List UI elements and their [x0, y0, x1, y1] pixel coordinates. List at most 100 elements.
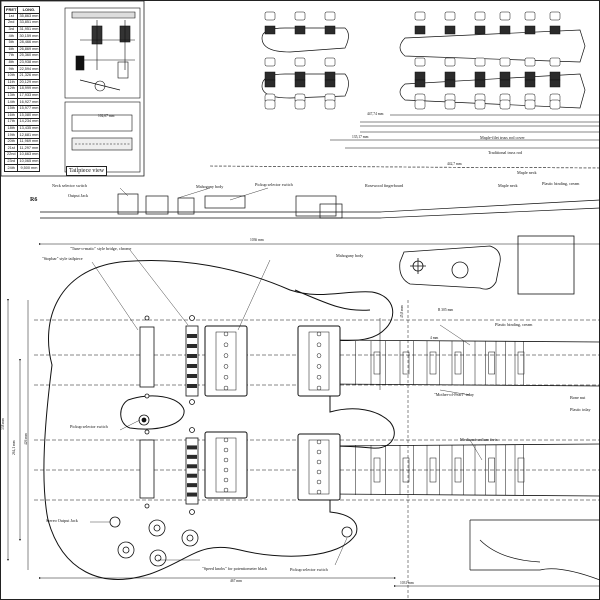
dim-neck-width: 1031 mm	[400, 581, 414, 585]
fret-number: 3rd	[3, 25, 19, 34]
bridge-saddle	[187, 344, 197, 348]
tuner-gear	[324, 25, 336, 35]
table-frame	[0, 0, 145, 177]
fret-length: 9,500 mm	[17, 164, 41, 172]
fret-length: 35,863 mm	[17, 12, 41, 21]
pickguard-template	[399, 235, 575, 295]
tuner-gear	[414, 25, 426, 35]
tuner-button	[264, 99, 276, 110]
dim-height-d: 45,8 mm	[400, 305, 404, 318]
length-header: LONG.	[17, 6, 41, 14]
tuner-button	[474, 57, 486, 67]
tuner-gear	[499, 79, 511, 88]
tuner-button	[549, 11, 561, 21]
polepiece	[223, 477, 229, 483]
inlay-lower	[488, 457, 495, 483]
tailpiece-dimension: 102,67 mm	[98, 114, 115, 118]
dimension-lines	[7, 243, 600, 600]
pickup-neck-upper	[297, 325, 341, 397]
inlay-lower	[429, 457, 437, 483]
tuner-gear	[444, 71, 456, 81]
tuner-gear	[499, 25, 511, 35]
inlay-lower	[373, 457, 381, 483]
tuner-gear	[474, 25, 486, 35]
bridge-saddle	[187, 454, 197, 459]
label-plastic-binding-cream: Plastic binding, cream	[495, 322, 533, 327]
tuner-button	[444, 11, 456, 21]
fret-length: 11,297 mm	[17, 144, 41, 153]
tailpiece-lower	[139, 429, 155, 509]
tuner-button	[264, 57, 276, 67]
label-neck-selector: Neck selector switch	[52, 183, 87, 188]
tuner-button	[444, 99, 456, 110]
polepiece	[316, 459, 322, 465]
fret-length: 28,466 mm	[17, 38, 41, 47]
label-plastic-inlay: Plastic inlay	[570, 407, 591, 412]
tuner-gear	[294, 79, 306, 88]
pickup-polepieces	[215, 331, 330, 495]
fret-number: 24th	[3, 164, 19, 172]
fret-length: 21,326 mm	[17, 71, 41, 80]
polepiece	[223, 447, 229, 453]
fret-number: 5th	[3, 38, 19, 47]
pickup-switch-lower	[341, 526, 353, 538]
fret-number: 17th	[3, 118, 19, 126]
fret-number: 4th	[3, 32, 19, 40]
fret-number: 15th	[3, 104, 19, 113]
tuner-gear	[499, 71, 511, 81]
wiring-diagram	[64, 7, 141, 99]
output-jack	[109, 516, 121, 528]
label-mahogany-body-top: Mahogany body	[196, 184, 224, 189]
polepiece	[223, 487, 229, 493]
label-mahogany-body: Mahogany body	[336, 253, 364, 258]
tuner-gear	[264, 79, 276, 88]
tuner-button	[524, 11, 536, 21]
tuner-gear	[414, 71, 426, 81]
tuner-button	[549, 57, 561, 67]
tuner-button	[294, 11, 306, 21]
fret-number: 1st	[3, 12, 19, 21]
fret-number: 13th	[3, 91, 19, 100]
fret-length: 15,080 mm	[17, 111, 41, 120]
controls	[109, 414, 353, 567]
dim-head-a: 447,74 mm	[367, 112, 384, 116]
polepiece	[223, 364, 229, 369]
fret-number: 18th	[3, 124, 19, 133]
fret-length: 10,663 mm	[17, 151, 41, 159]
polepiece	[223, 457, 229, 463]
tuner-gear	[549, 71, 561, 81]
leader-lines	[90, 187, 483, 566]
bridge-saddles	[187, 334, 197, 497]
fret-length: 17,933 mm	[17, 91, 41, 100]
tuner-button	[524, 57, 536, 67]
tuner-gear	[414, 79, 426, 88]
label-pickup-selector-top: Pickup selector switch	[255, 182, 293, 187]
bridge-upper	[185, 315, 199, 405]
polepiece	[223, 467, 229, 473]
bridge-saddle	[187, 473, 197, 478]
polepiece	[316, 385, 322, 391]
fret-number: 12th	[3, 85, 19, 93]
fret-header: FRET	[3, 6, 19, 14]
label-plastic-binding-top: Plastic binding, cream	[542, 181, 580, 186]
label-traditional-truss-rod: Traditional truss rod	[488, 150, 523, 155]
polepiece	[316, 439, 322, 445]
polepiece	[316, 353, 322, 358]
polepiece	[316, 449, 322, 455]
tuner-gear	[474, 79, 486, 88]
tuner-button	[474, 99, 486, 110]
label-bone-nut: Bone nut	[570, 395, 586, 400]
dim-height-a: 338 mm	[1, 418, 5, 430]
inlay-lower	[454, 457, 462, 483]
